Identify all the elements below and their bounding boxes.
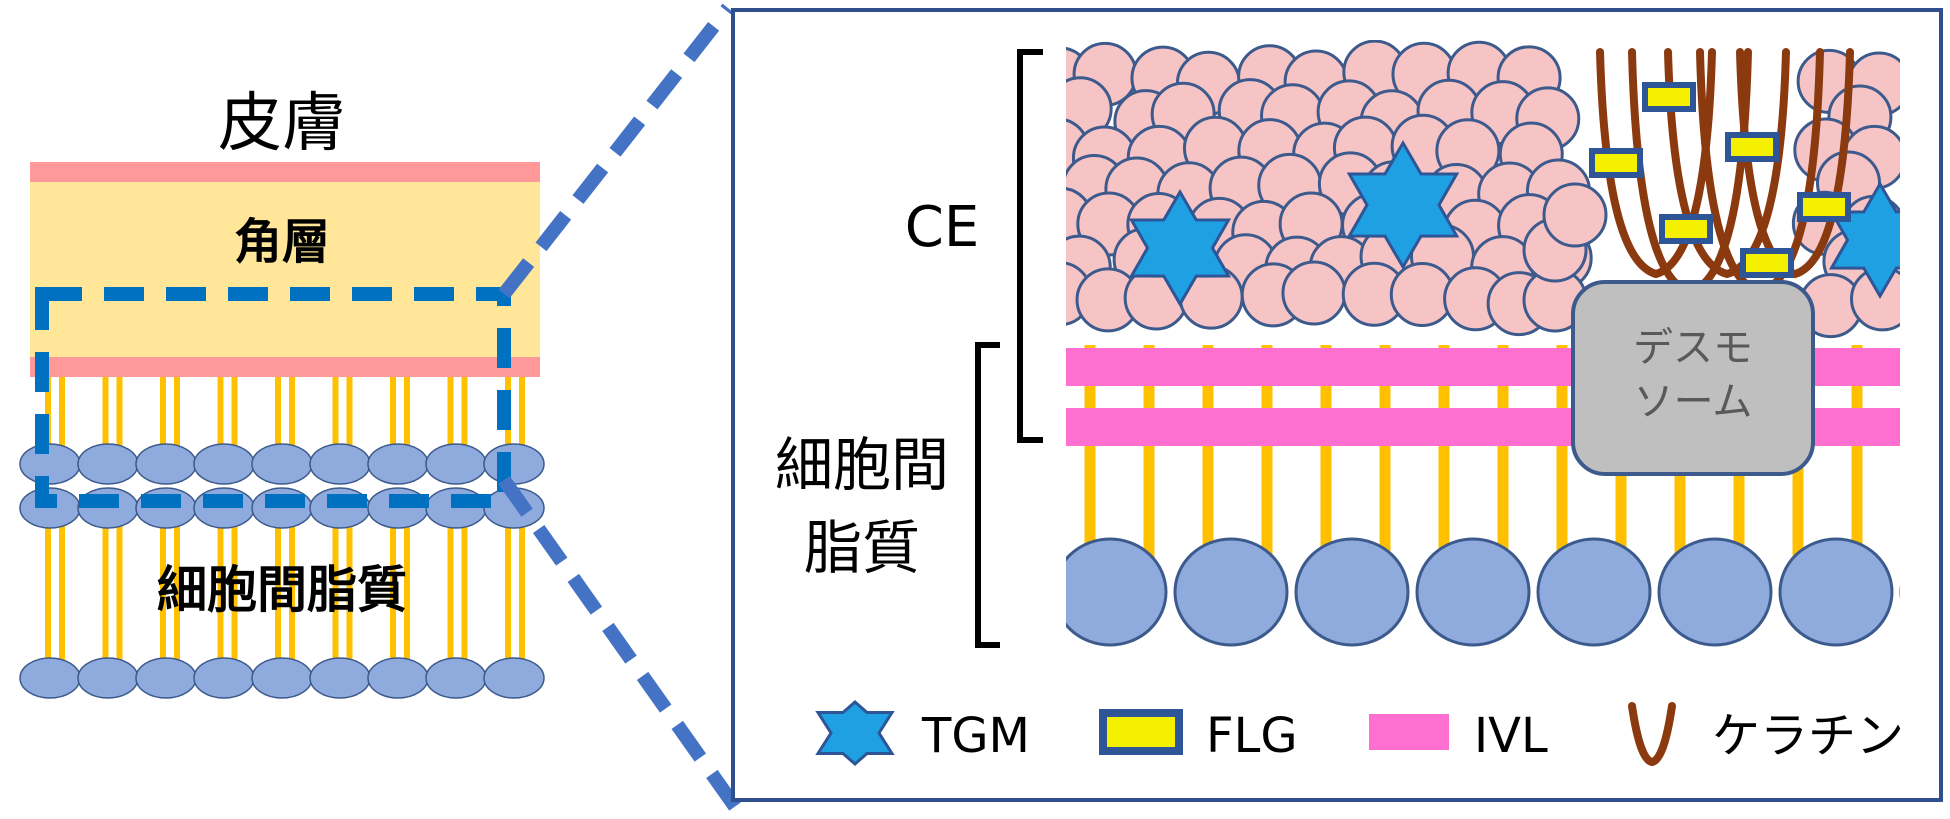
lipid-head <box>483 657 545 699</box>
desmosome-label-line2: ソーム <box>1634 379 1753 425</box>
lipid-head <box>1657 537 1773 647</box>
zoom-detail: デスモ ソーム <box>1066 40 1900 647</box>
keratin-filament <box>1664 48 1790 279</box>
lipid-head <box>135 443 197 485</box>
desmosome-label-line1: デスモ <box>1633 325 1753 371</box>
intercellular-lipid-label-left: 細胞間脂質 <box>157 561 407 619</box>
lipid-head <box>425 657 487 699</box>
lipid-head <box>77 657 139 699</box>
tgm-star <box>1346 140 1460 270</box>
lipid-head <box>1536 537 1652 647</box>
legend-ivl-icon <box>1369 714 1449 750</box>
legend-keratin-label: ケラチン <box>1712 708 1904 764</box>
keratin-filament <box>1736 48 1854 279</box>
stratum-corneum-bottom-edge <box>30 357 540 377</box>
lipid-head <box>251 443 313 485</box>
flg-marker <box>1642 82 1696 112</box>
lipid-head <box>251 657 313 699</box>
lipid-head <box>309 657 371 699</box>
lipid-head <box>367 657 429 699</box>
lipid-bracket <box>975 342 1000 648</box>
legend: TGM FLG IVL ケラチン <box>815 700 1904 767</box>
ce-bead <box>1281 260 1347 326</box>
legend-flg-icon <box>1099 709 1183 755</box>
lipid-head <box>193 657 255 699</box>
lipid-head <box>483 443 545 485</box>
legend-tgm-label: TGM <box>921 708 1030 764</box>
flg-marker <box>1797 192 1851 222</box>
stratum-corneum-label: 角層 <box>234 214 330 270</box>
lipid-head <box>1778 537 1894 647</box>
lipid-head <box>193 443 255 485</box>
legend-flg-label: FLG <box>1206 708 1298 764</box>
intercellular-lipid-label-line1: 細胞間 <box>775 431 949 499</box>
flg-marker <box>1725 132 1779 162</box>
lipid-head <box>19 657 81 699</box>
lipid-head <box>19 443 81 485</box>
zoom-lipid-heads <box>1066 537 1900 647</box>
ce-bead <box>1542 182 1608 248</box>
stratum-corneum <box>30 182 540 357</box>
lipid-head <box>77 443 139 485</box>
legend-ivl-label: IVL <box>1474 708 1548 764</box>
tgm-stars <box>1128 140 1900 307</box>
lipid-head <box>425 443 487 485</box>
legend-star-icon <box>815 700 895 766</box>
flg-marker <box>1740 248 1794 278</box>
skin-label: 皮膚 <box>218 87 346 161</box>
flg-marker <box>1589 148 1643 178</box>
tgm-star <box>1128 189 1232 307</box>
stratum-corneum-top-edge <box>30 162 540 182</box>
zoom-connector-bottom <box>498 475 742 813</box>
intercellular-lipid-label-line2: 脂質 <box>804 514 920 582</box>
lipid-head <box>135 657 197 699</box>
lipid-head <box>1173 537 1289 647</box>
zoom-connector-top <box>498 3 734 299</box>
flg-marker <box>1659 214 1713 244</box>
lipid-head <box>1415 537 1531 647</box>
lipid-head <box>309 443 371 485</box>
legend-keratin-icon <box>1628 702 1676 767</box>
lipid-head <box>1294 537 1410 647</box>
lipid-head <box>367 443 429 485</box>
flg-markers <box>1589 82 1851 278</box>
ce-label: CE <box>905 195 979 260</box>
left-lipid-tails <box>45 377 525 678</box>
ce-bracket <box>1017 49 1043 443</box>
zoom-selection-box <box>35 287 511 508</box>
skin-overview: 皮膚 角層 細胞間脂質 <box>19 87 545 699</box>
lipid-head <box>1066 537 1168 647</box>
desmosome <box>1571 280 1815 476</box>
